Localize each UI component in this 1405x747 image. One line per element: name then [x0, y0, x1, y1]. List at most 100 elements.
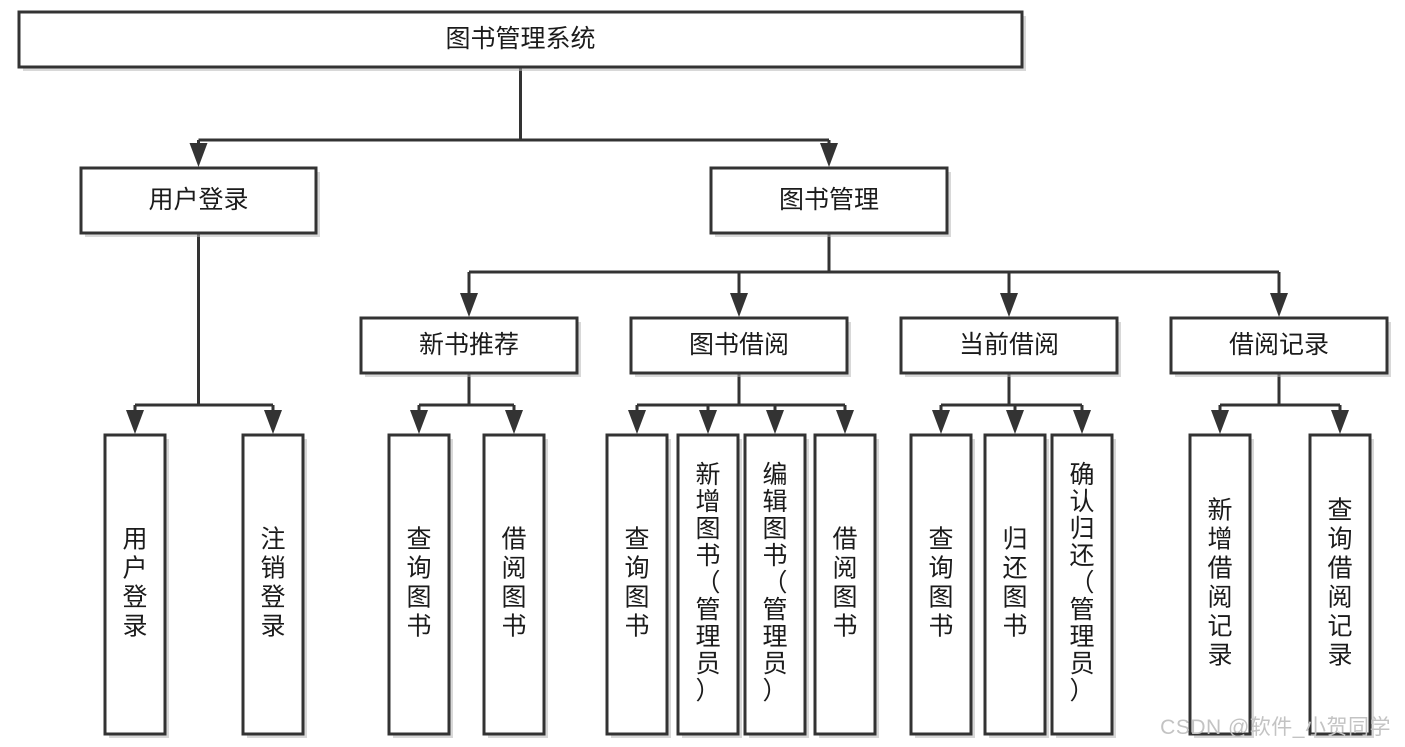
node-label: 借	[832, 526, 857, 554]
arrow-head-icon	[126, 410, 144, 434]
node-label: 图	[1002, 584, 1027, 612]
node-label: 当前借阅	[959, 331, 1059, 359]
node-label: 录	[260, 613, 285, 641]
node-label: 员	[762, 650, 787, 678]
node-label: 归	[1002, 526, 1027, 554]
node-label: 还	[1069, 542, 1094, 570]
node-label: 登	[122, 584, 147, 612]
node-label: 增	[695, 488, 720, 516]
node-label: 用	[122, 526, 147, 554]
node-label: 查	[928, 526, 953, 554]
node-label: （	[695, 569, 720, 597]
node-level2[interactable]: 图书管理	[709, 166, 951, 237]
node-label: 登	[260, 584, 285, 612]
arrow-head-icon	[264, 410, 282, 434]
arrow-head-icon	[1211, 410, 1229, 434]
arrow-head-icon	[1331, 410, 1349, 434]
node-label: 图	[928, 584, 953, 612]
node-label: ）	[1069, 677, 1094, 705]
node-label: （	[1069, 569, 1094, 597]
node-label: 新	[695, 461, 720, 489]
node-label: 图	[406, 584, 431, 612]
node-label: 图	[832, 584, 857, 612]
node-label: 图	[501, 584, 526, 612]
node-label: 询	[1327, 526, 1352, 554]
node-label: 查	[1327, 497, 1352, 525]
node-label: 询	[928, 555, 953, 583]
node-label: 员	[695, 650, 720, 678]
arrow-head-icon	[1073, 410, 1091, 434]
node-label: 借	[1207, 555, 1232, 583]
node-label: 书	[624, 613, 649, 641]
node-label: 书	[928, 613, 953, 641]
node-label: ）	[762, 677, 787, 705]
node-label: 借	[1327, 555, 1352, 583]
node-label: 图	[762, 515, 787, 543]
arrow-head-icon	[699, 410, 717, 434]
arrow-head-icon	[730, 293, 748, 317]
edges-layer	[126, 67, 1349, 434]
node-leaf[interactable]: 用户登录	[103, 433, 169, 738]
node-label: 理	[1069, 623, 1094, 651]
node-label: 注	[260, 526, 285, 554]
node-label: 图书借阅	[689, 331, 789, 359]
node-level3[interactable]: 新书推荐	[359, 316, 581, 377]
node-label: 书	[695, 542, 720, 570]
node-label: 书	[762, 542, 787, 570]
node-root[interactable]: 图书管理系统	[17, 10, 1026, 71]
node-label: 辑	[762, 488, 787, 516]
node-label: 用户登录	[148, 186, 248, 214]
arrow-head-icon	[189, 143, 208, 167]
node-level3[interactable]: 图书借阅	[629, 316, 851, 377]
node-label: 管	[762, 596, 787, 624]
arrow-head-icon	[766, 410, 784, 434]
arrow-head-icon	[1006, 410, 1024, 434]
node-label: 阅	[1207, 584, 1232, 612]
node-label: 阅	[832, 555, 857, 583]
node-label: 书	[501, 613, 526, 641]
node-label: 图	[695, 515, 720, 543]
arrow-head-icon	[1270, 293, 1288, 317]
node-label: 书	[832, 613, 857, 641]
node-label: 书	[406, 613, 431, 641]
node-label: 录	[122, 613, 147, 641]
node-label: 管	[1069, 596, 1094, 624]
arrow-head-icon	[1000, 293, 1018, 317]
nodes-layer: 图书管理系统用户登录图书管理新书推荐图书借阅当前借阅借阅记录用户登录注销登录查询…	[17, 10, 1391, 738]
node-label: 录	[1327, 642, 1352, 670]
node-label: 图书管理	[779, 186, 879, 214]
arrow-head-icon	[460, 293, 478, 317]
node-label: 确	[1069, 461, 1094, 489]
node-label: 询	[624, 555, 649, 583]
arrow-head-icon	[410, 410, 428, 434]
node-level3[interactable]: 当前借阅	[899, 316, 1121, 377]
node-label: 还	[1002, 555, 1027, 583]
node-label: 管	[695, 596, 720, 624]
watermark-text: CSDN @软件_小贺同学	[1160, 716, 1391, 739]
node-label: 记	[1207, 613, 1232, 641]
node-label: 新	[1207, 497, 1232, 525]
node-level2[interactable]: 用户登录	[79, 166, 320, 237]
node-level3[interactable]: 借阅记录	[1169, 316, 1391, 377]
node-label: 户	[122, 555, 147, 583]
node-label: 询	[406, 555, 431, 583]
node-label: 阅	[1327, 584, 1352, 612]
node-label: 记	[1327, 613, 1352, 641]
node-label: 借阅记录	[1229, 331, 1329, 359]
node-label: 查	[406, 526, 431, 554]
node-label: 查	[624, 526, 649, 554]
